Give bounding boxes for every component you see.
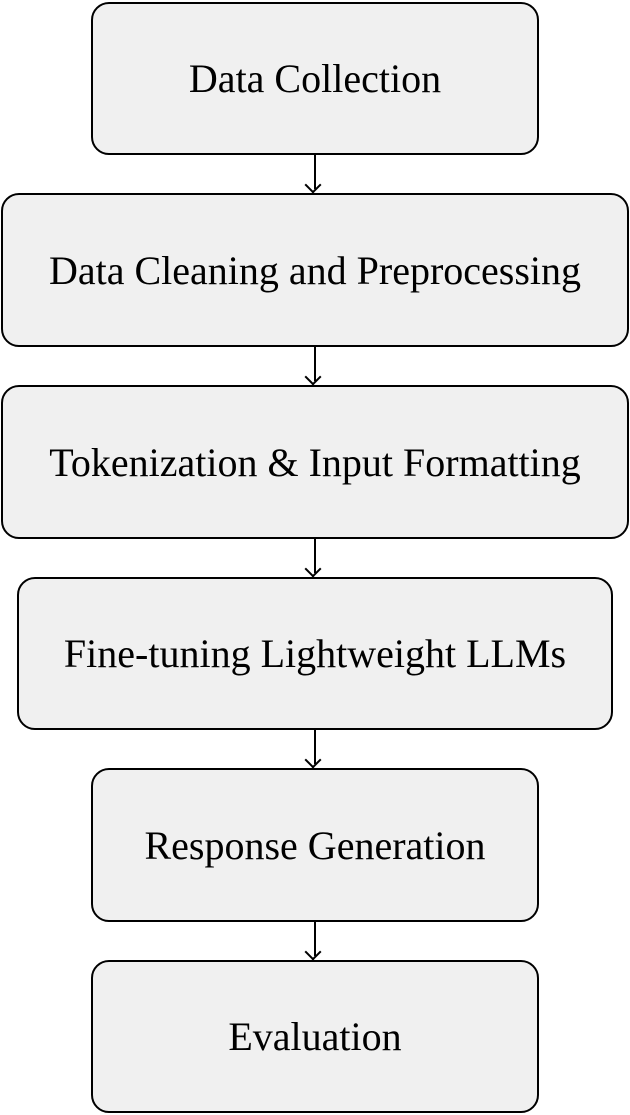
arrow (314, 730, 316, 764)
step-evaluation: Evaluation (91, 960, 539, 1113)
step-data-cleaning: Data Cleaning and Preprocessing (1, 193, 629, 347)
step-data-collection: Data Collection (91, 2, 539, 155)
arrow (314, 155, 316, 189)
arrow (314, 539, 316, 573)
arrow (314, 347, 316, 381)
step-fine-tuning: Fine-tuning Lightweight LLMs (17, 577, 613, 730)
step-response-generation: Response Generation (91, 768, 539, 922)
step-tokenization: Tokenization & Input Formatting (1, 385, 629, 539)
arrow (314, 922, 316, 956)
